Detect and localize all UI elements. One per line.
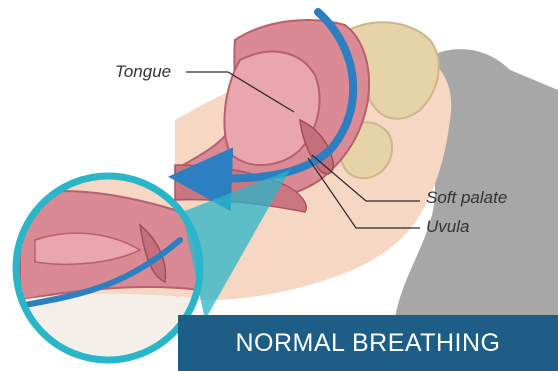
normal-breathing-banner: NORMAL BREATHING (178, 315, 558, 371)
soft-palate-label: Soft palate (426, 188, 507, 208)
tongue-label: Tongue (115, 62, 171, 82)
uvula-label: Uvula (426, 217, 469, 237)
